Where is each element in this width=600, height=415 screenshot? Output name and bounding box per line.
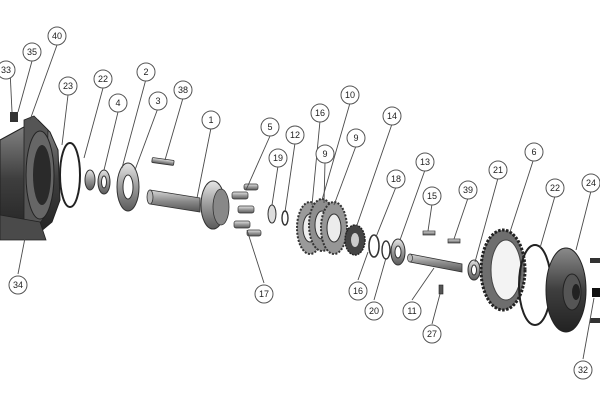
callout-23: 23 [58,76,78,96]
planet-gear-9b [320,201,348,255]
washer-19 [267,204,277,224]
svg-text:13: 13 [420,157,430,167]
callout-4: 4 [108,93,128,113]
callout-21: 21 [488,160,508,180]
key-39 [447,238,461,244]
callout-15: 15 [422,186,442,206]
bolt-35 [10,112,18,122]
svg-text:34: 34 [13,280,23,290]
callout-10: 10 [340,85,360,105]
housing-34 [0,112,61,241]
callout-38: 38 [173,80,193,100]
svg-text:20: 20 [369,306,379,316]
svg-text:22: 22 [98,74,108,84]
end-cover-24 [545,247,587,333]
svg-text:39: 39 [463,185,473,195]
svg-text:9: 9 [322,149,327,159]
bearing-3 [116,162,140,212]
callout-20: 20 [364,301,384,321]
svg-text:35: 35 [27,47,37,57]
callout-2: 2 [136,62,156,82]
svg-text:27: 27 [427,329,437,339]
callout-34: 34 [8,275,28,295]
circlip-12 [281,210,289,226]
callout-5: 5 [260,117,280,137]
svg-text:11: 11 [407,306,416,316]
callout-18: 18 [386,169,406,189]
callout-27: 27 [422,324,442,344]
svg-text:40: 40 [52,31,62,41]
ring-20 [381,240,391,260]
callout-19: 19 [268,148,288,168]
callout-39: 39 [458,180,478,200]
svg-text:23: 23 [63,81,73,91]
svg-text:5: 5 [267,122,272,132]
retaining-ring-18 [368,234,380,258]
svg-text:14: 14 [387,111,397,121]
o-ring-23 [59,142,81,208]
pin-27 [438,284,444,295]
bearing-13 [390,238,406,266]
svg-text:15: 15 [427,191,437,201]
callout-22-right: 22 [545,178,565,198]
callout-17: 17 [254,284,274,304]
callout-16-upper: 16 [310,103,330,123]
bolts-32 [590,258,600,323]
input-shaft-1 [146,180,230,230]
callout-24: 24 [581,173,600,193]
callout-13: 13 [415,152,435,172]
svg-text:1: 1 [208,115,213,125]
callout-22: 22 [93,69,113,89]
callout-6: 6 [524,142,544,162]
callout-40: 40 [47,26,67,46]
callout-3: 3 [148,91,168,111]
key-15 [422,230,436,236]
svg-text:19: 19 [273,153,283,163]
callout-9-left: 9 [315,144,335,164]
svg-text:21: 21 [493,165,503,175]
svg-text:32: 32 [578,365,588,375]
svg-text:38: 38 [178,85,188,95]
svg-text:33: 33 [1,65,11,75]
callout-1: 1 [201,110,221,130]
seal-21 [467,259,481,281]
leader-lines [9,44,595,360]
output-shaft-11 [407,253,463,273]
callout-14: 14 [382,106,402,126]
svg-text:24: 24 [586,178,596,188]
callout-35: 35 [22,42,42,62]
callout-32: 32 [573,360,593,380]
svg-text:6: 6 [531,147,536,157]
spacer-4 [97,169,111,195]
callout-11: 11 [402,301,422,321]
ring-gear-6 [479,228,527,312]
planet-pins-5 [231,183,262,237]
callout-12: 12 [285,125,305,145]
svg-text:22: 22 [550,183,560,193]
callout-9-right: 9 [346,128,366,148]
callout-16-lower: 16 [348,281,368,301]
svg-text:4: 4 [115,98,120,108]
svg-text:18: 18 [391,174,401,184]
svg-text:16: 16 [315,108,325,118]
svg-text:17: 17 [259,289,269,299]
callout-33: 33 [0,60,16,80]
svg-text:12: 12 [290,130,300,140]
svg-text:2: 2 [143,67,148,77]
svg-text:3: 3 [155,96,160,106]
svg-text:10: 10 [345,90,355,100]
sun-gear-14 [344,224,366,256]
seal-22 [84,169,96,191]
svg-text:9: 9 [353,133,358,143]
svg-text:16: 16 [353,286,363,296]
key-38 [151,157,175,166]
